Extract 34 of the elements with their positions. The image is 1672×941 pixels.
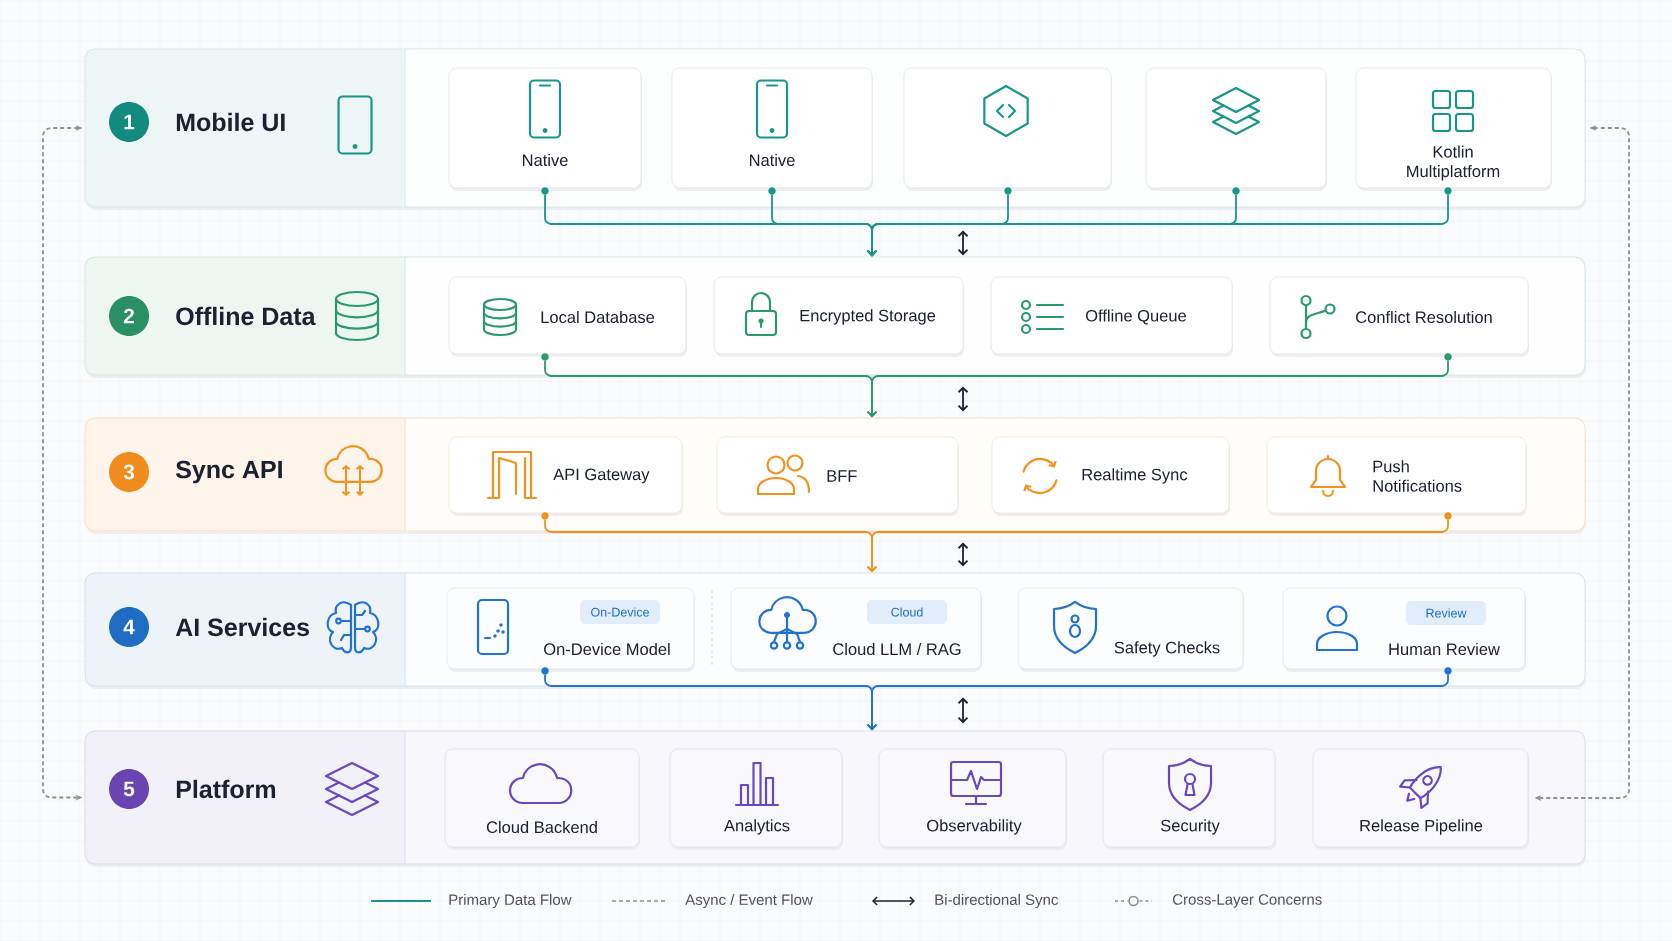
component-card: Conflict Resolution: [1269, 276, 1529, 357]
legend-label: Primary Data Flow: [449, 894, 572, 908]
component-card: Local Database: [448, 276, 687, 357]
component-card: Encrypted Storage: [713, 276, 964, 357]
double-arrow: [957, 386, 969, 412]
tag-pill: Cloud: [867, 600, 947, 624]
component-card: Native: [448, 67, 642, 191]
component-card: Cloud Backend: [444, 748, 640, 850]
legend-label: Async / Event Flow: [685, 894, 813, 908]
arrow: [866, 360, 1449, 418]
double-arrow: [957, 230, 969, 256]
tag-pill: On-Device: [580, 600, 660, 624]
component-card: Push Notifications: [1266, 436, 1527, 516]
arrow: [866, 194, 1449, 257]
component-card: Native: [671, 67, 873, 191]
component-card: Safety Checks: [1017, 587, 1244, 672]
component-card: Realtime Sync: [991, 436, 1230, 516]
component-card: Analytics: [669, 748, 843, 850]
component-card: Offline Queue: [990, 276, 1233, 357]
double-arrow: [957, 697, 969, 724]
legend-label: Cross-Layer Concerns: [1173, 894, 1322, 908]
tag-pill: Review: [1406, 601, 1486, 625]
component-card: [1145, 67, 1327, 191]
arrow: [866, 674, 1449, 731]
component-card: BFF: [716, 436, 959, 516]
double-arrow: [957, 542, 969, 567]
component-card: Security: [1102, 748, 1276, 850]
legend-label: Bi-directional Sync: [935, 894, 1058, 908]
component-card: API Gateway: [448, 436, 683, 516]
component-card: Observability: [878, 748, 1067, 850]
component-card: [903, 67, 1112, 191]
component-card: Release Pipeline: [1312, 748, 1529, 850]
component-card: Kotlin Multiplatform: [1355, 67, 1552, 191]
arrow: [866, 519, 1449, 573]
